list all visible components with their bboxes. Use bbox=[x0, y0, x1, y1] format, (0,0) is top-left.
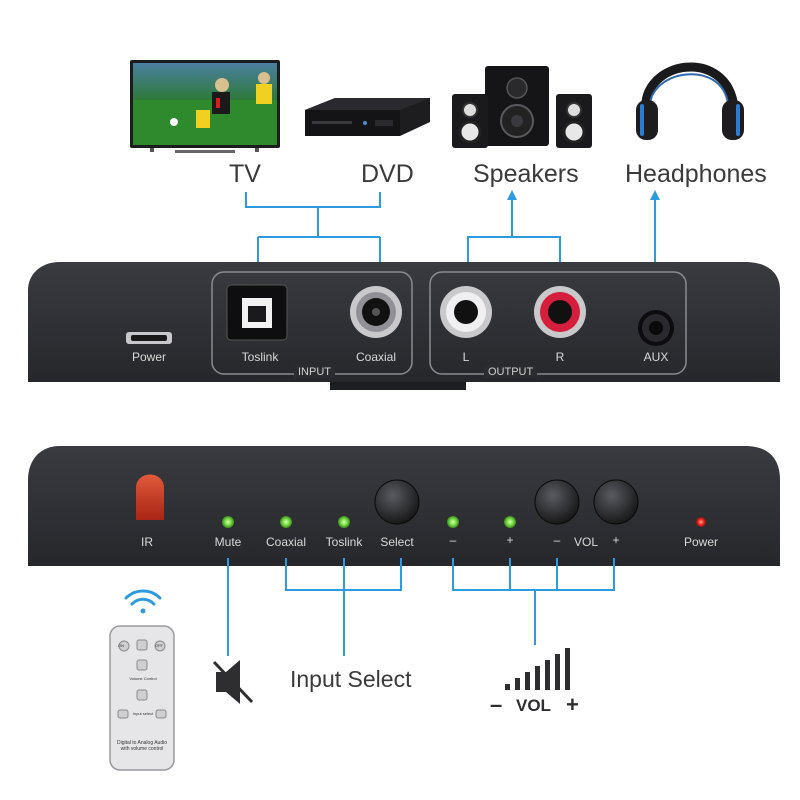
front-vol-plus-label: + bbox=[612, 533, 620, 547]
dvd-player-image bbox=[305, 98, 430, 136]
front-minus-label: – bbox=[449, 533, 457, 547]
rear-toslink-label: Toslink bbox=[241, 350, 279, 364]
rear-left-label: L bbox=[462, 350, 470, 364]
vol-minus-annotation: – bbox=[490, 692, 503, 717]
input-select-annotation: Input Select bbox=[290, 666, 412, 692]
remote-control-image bbox=[109, 625, 175, 771]
remote-input-select-label: Input select bbox=[132, 711, 154, 716]
speakers-image bbox=[452, 66, 592, 148]
rear-coaxial-label: Coaxial bbox=[355, 350, 397, 364]
front-mute-label: Mute bbox=[214, 535, 242, 549]
headphones-image bbox=[636, 62, 744, 140]
front-panel bbox=[28, 446, 780, 566]
remote-volume-control-label: Volume Control bbox=[129, 676, 157, 681]
front-plus-label: + bbox=[506, 533, 514, 547]
front-select-label: Select bbox=[380, 535, 414, 549]
volume-down-button[interactable] bbox=[535, 480, 579, 524]
speakers-label: Speakers bbox=[473, 160, 579, 188]
rear-aux-label: AUX bbox=[643, 350, 669, 364]
vol-annotation: VOL bbox=[516, 696, 551, 715]
remote-on-label: ON bbox=[118, 643, 124, 648]
select-button[interactable] bbox=[375, 480, 419, 524]
vol-plus-annotation: + bbox=[566, 692, 579, 717]
output-group-label: OUTPUT bbox=[484, 366, 538, 378]
wifi-signal-icon bbox=[124, 589, 162, 614]
remote-off-label: OFF bbox=[155, 643, 163, 648]
tv-image bbox=[130, 60, 280, 153]
tv-label: TV bbox=[229, 160, 261, 188]
rear-right-label: R bbox=[555, 350, 565, 364]
front-ir-label: IR bbox=[141, 535, 153, 549]
headphones-label: Headphones bbox=[625, 160, 767, 188]
input-group-label: INPUT bbox=[294, 366, 335, 378]
front-vol-minus-label: – bbox=[553, 533, 561, 547]
rear-panel bbox=[28, 262, 780, 390]
front-toslink-label: Toslink bbox=[325, 535, 363, 549]
dvd-label: DVD bbox=[361, 160, 414, 188]
front-vol-label: VOL bbox=[573, 535, 598, 549]
front-connector-lines bbox=[227, 558, 615, 656]
front-power-label: Power bbox=[683, 535, 718, 549]
front-coaxial-label: Coaxial bbox=[265, 535, 307, 549]
remote-caption: Digital to Analog Audio with volume cont… bbox=[116, 740, 168, 752]
rear-power-label: Power bbox=[131, 350, 166, 364]
volume-bars-icon bbox=[505, 648, 570, 690]
volume-up-button[interactable] bbox=[594, 480, 638, 524]
mute-icon bbox=[212, 660, 254, 704]
